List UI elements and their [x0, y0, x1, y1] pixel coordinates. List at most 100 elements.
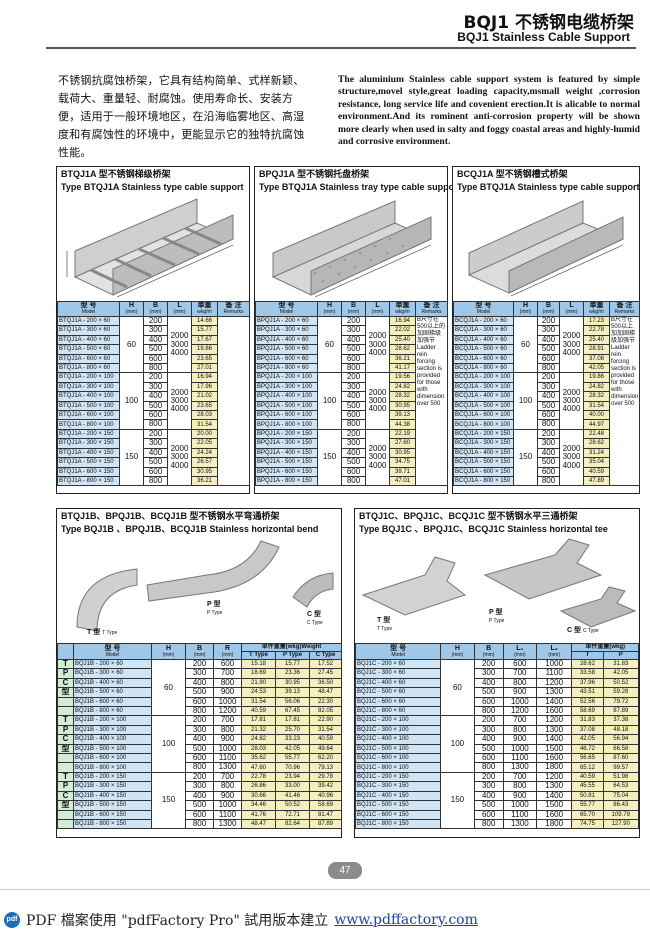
b-cell: 400 — [473, 677, 504, 689]
b-cell: 800 — [473, 706, 504, 717]
t-weight-cell: 74.75 — [571, 818, 604, 830]
l2-cell: 1300 — [535, 687, 573, 698]
b-cell: 600 — [473, 696, 504, 708]
l2-cell: 1400 — [535, 696, 573, 708]
l-value: 2000 — [562, 387, 581, 397]
l-value: 3000 — [562, 395, 581, 405]
b-cell: 500 — [537, 400, 560, 412]
model-cell: BPQJ1A - 600 × 150 — [255, 466, 318, 477]
weight-cell: 22.02 — [389, 325, 416, 336]
b-cell: 300 — [537, 325, 560, 336]
model-cell: BPQJ1A - 400 × 150 — [255, 447, 318, 459]
model-cell: BTQJ1A - 800 × 150 — [57, 475, 120, 487]
b-cell: 500 — [185, 743, 214, 755]
b-cell: 800 — [537, 363, 560, 374]
type-cell: P — [57, 668, 74, 679]
l2-cell: 1600 — [535, 753, 573, 764]
p-weight-cell: 72.71 — [275, 809, 310, 820]
p-weight-cell: 64.53 — [602, 781, 640, 792]
footer-link[interactable]: www.pdffactory.com — [334, 912, 478, 928]
p-weight-cell: 41.46 — [275, 790, 310, 802]
p-weight-cell: 86.43 — [602, 800, 640, 811]
p-weight-cell: 70.96 — [275, 762, 310, 773]
c-weight-cell: 40.59 — [308, 734, 343, 745]
l-value: 3000 — [368, 339, 387, 349]
type-cell: T — [57, 771, 74, 783]
p-weight-cell: 99.57 — [602, 762, 640, 773]
l-value: 2000 — [368, 443, 387, 453]
l-value: 4000 — [170, 347, 189, 357]
ladder-tray-illustration — [66, 198, 235, 298]
b-cell: 600 — [537, 466, 560, 477]
model-cell: BTQJ1A - 300 × 100 — [57, 381, 120, 393]
c-weight-cell: 22.90 — [308, 715, 343, 726]
model-cell: BQJ1B - 600 × 60 — [73, 696, 152, 708]
p-weight-cell: 79.72 — [602, 696, 640, 708]
b-cell: 500 — [341, 457, 366, 468]
model-cell: BCQJ1A - 400 × 100 — [453, 391, 514, 402]
b-cell: 600 — [143, 410, 168, 421]
b-cell: 300 — [473, 668, 504, 679]
panel-title-cn: BTQJ1B、BPQJ1B、BCQJ1B 型不锈钢水平弯通桥架 — [61, 511, 280, 521]
col-p: P Type — [275, 651, 310, 660]
model-cell: BPQJ1A - 800 × 150 — [255, 475, 318, 487]
l-value: 2000 — [170, 443, 189, 453]
model-cell: BPQJ1A - 300 × 150 — [255, 438, 318, 449]
l1-cell: 900 — [502, 687, 537, 698]
b-cell: 600 — [341, 466, 366, 477]
h-cell: 150 — [151, 771, 186, 830]
model-cell: BPQJ1A - 500 × 150 — [255, 457, 318, 468]
t-weight-cell: 24.82 — [241, 734, 276, 745]
ladder-tray-panel: BTQJ1A 型不锈钢梯级桥架 Type BTQJ1A Stainless ty… — [56, 166, 250, 494]
col-t: T Type — [241, 651, 276, 660]
b-cell: 800 — [341, 419, 366, 430]
p-weight-cell: 42.05 — [275, 743, 310, 755]
weight-cell: 39.13 — [389, 410, 416, 421]
l1-cell: 700 — [502, 771, 537, 783]
col-t: T — [571, 651, 604, 660]
type-cell: C — [57, 677, 74, 689]
weight-cell: 21.02 — [191, 391, 218, 402]
model-cell: BQJ1B - 800 × 150 — [73, 818, 152, 830]
panel-title-cn: BPQJ1A 型不锈钢托盘桥架 — [259, 169, 370, 179]
model-cell: BTQJ1A - 600 × 150 — [57, 466, 120, 477]
b-cell: 300 — [341, 438, 366, 449]
col-weight: 单件重量(wkg)Weight — [240, 643, 343, 652]
t-weight-cell: 50.81 — [571, 790, 604, 802]
col-b: B(mm) — [341, 301, 366, 317]
b-cell: 200 — [537, 372, 560, 383]
t-weight-cell: 48.47 — [241, 818, 276, 830]
model-cell: BQJ1B - 800 × 100 — [73, 762, 152, 773]
b-cell: 200 — [341, 428, 366, 440]
l2-cell: 1200 — [535, 715, 573, 726]
b-cell: 300 — [341, 325, 366, 336]
model-cell: BQJ1C - 500 × 60 — [354, 687, 442, 698]
b-cell: 200 — [143, 315, 168, 327]
l1-cell: 700 — [502, 715, 537, 726]
weight-cell: 41.17 — [389, 363, 416, 374]
b-cell: 600 — [473, 753, 504, 764]
b-cell: 400 — [537, 334, 560, 346]
type-cell: T — [57, 658, 74, 670]
tee-illustration — [361, 538, 637, 628]
